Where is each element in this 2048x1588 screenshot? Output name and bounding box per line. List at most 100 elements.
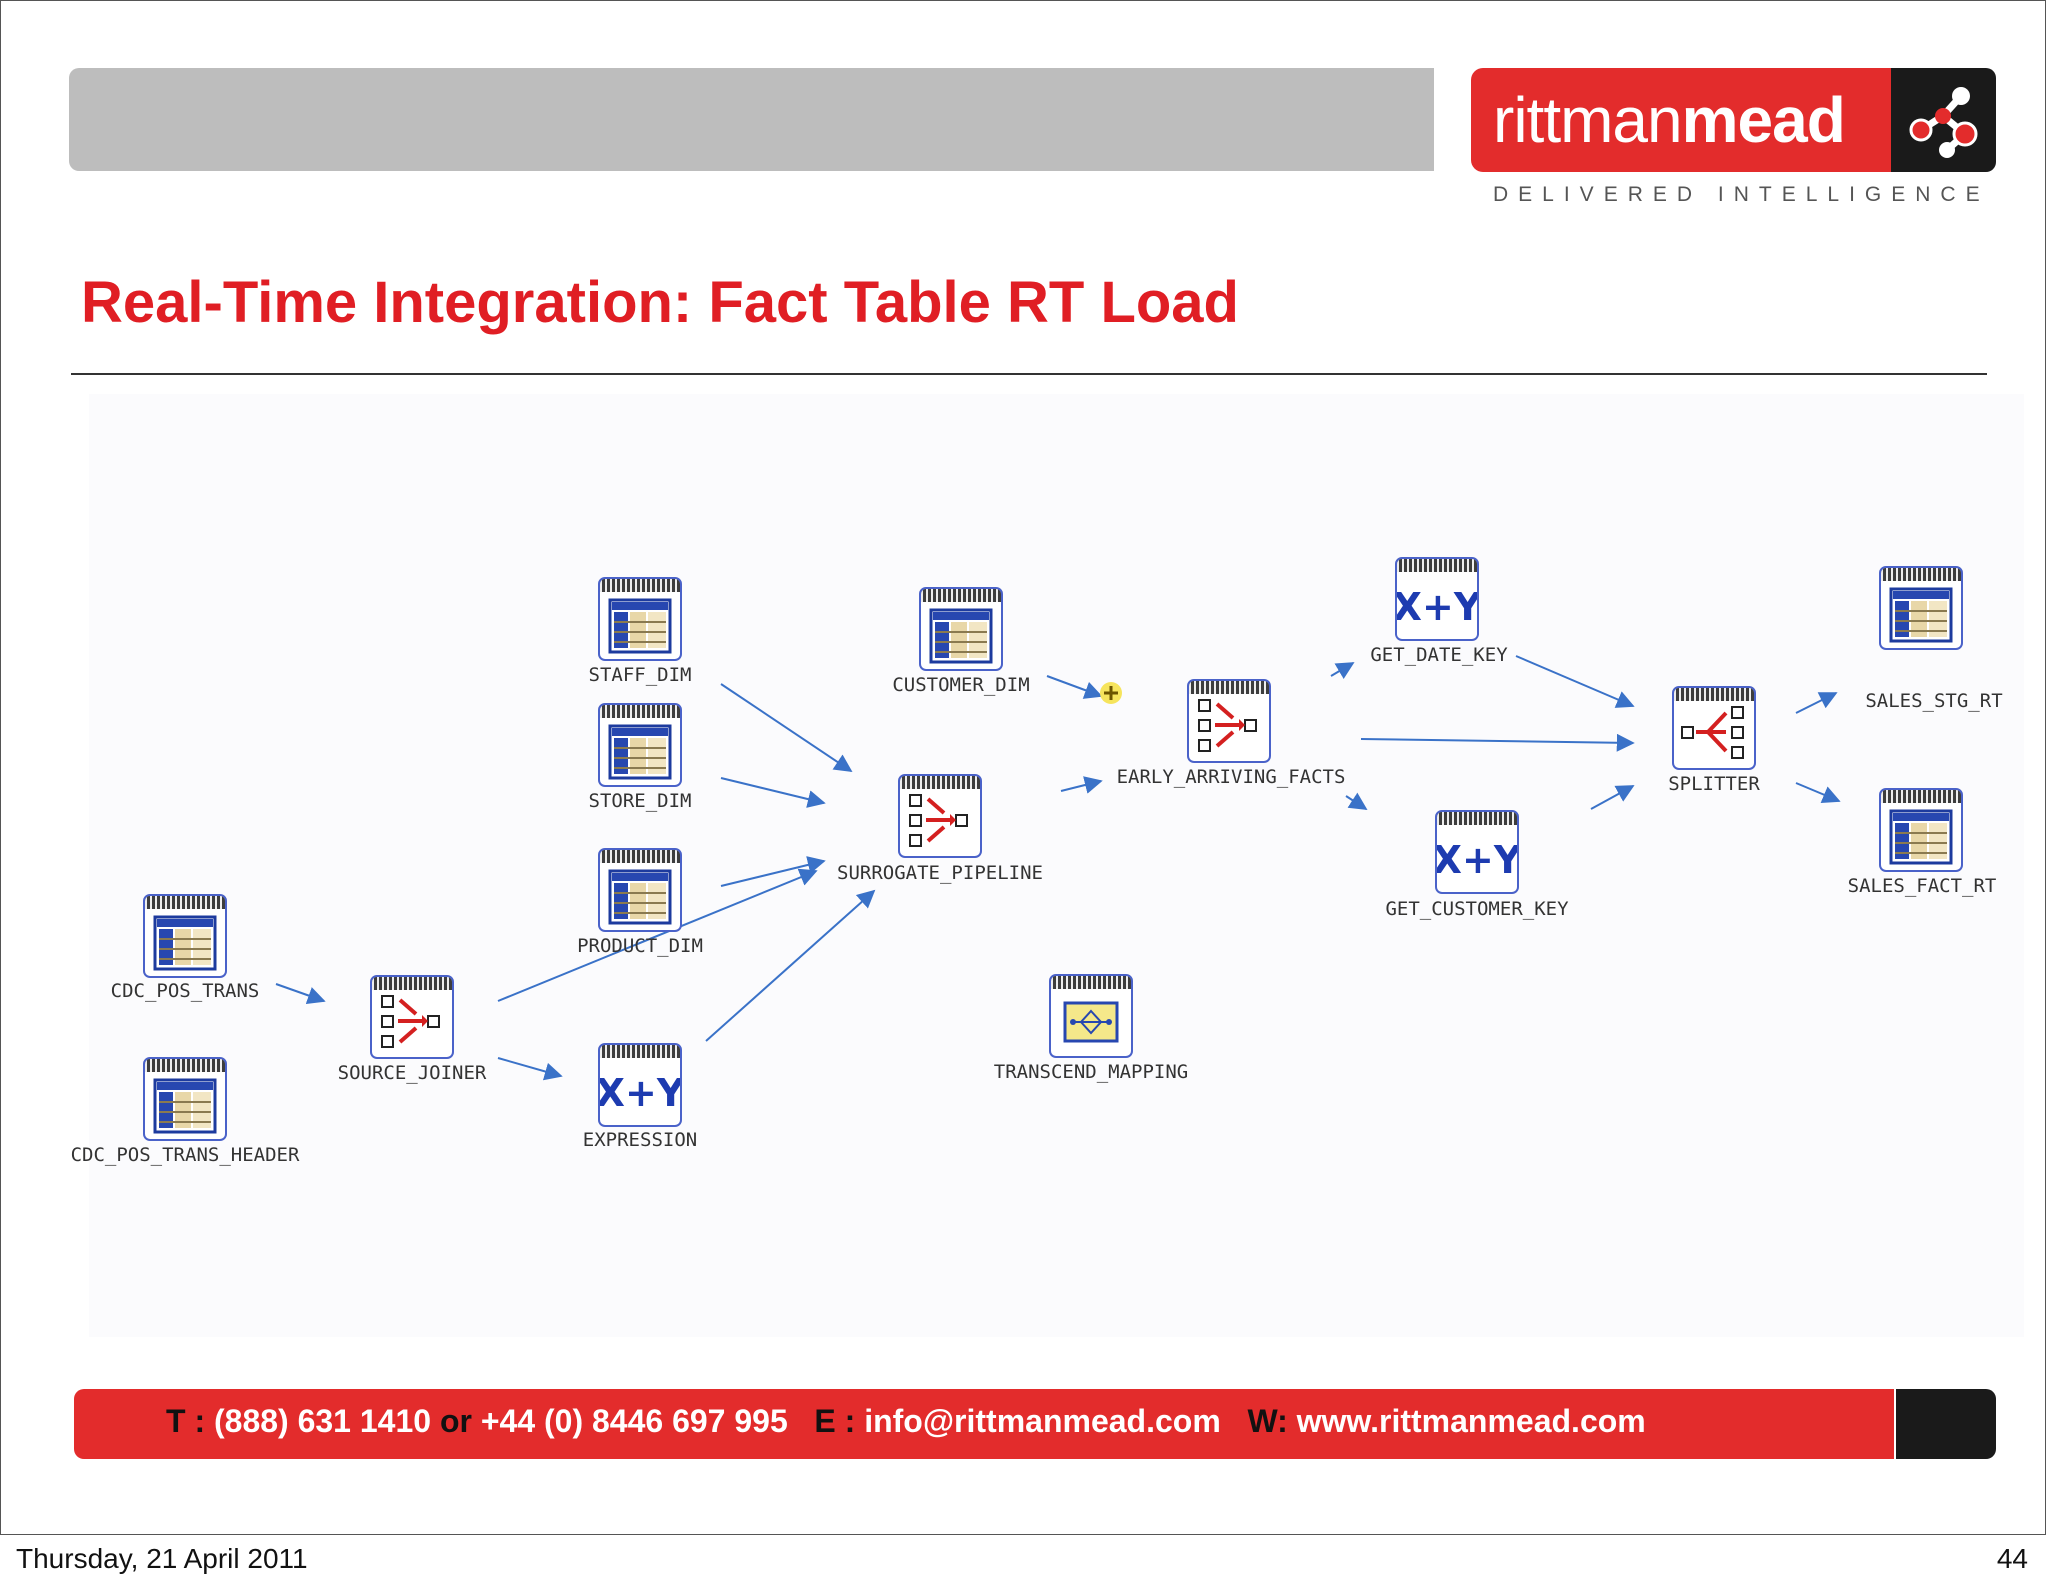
node-sales-stg-rt[interactable]	[1879, 566, 1963, 650]
node-header	[1437, 812, 1517, 825]
website-link[interactable]: www.rittmanmead.com	[1296, 1403, 1646, 1439]
node-staff-dim[interactable]	[598, 577, 682, 661]
edge-customer-dim-to-early-arriving-facts	[1046, 675, 1103, 699]
node-header	[600, 705, 680, 718]
svg-text:(X+Y): (X+Y)	[600, 1071, 680, 1115]
table-icon	[608, 869, 672, 925]
phone-uk[interactable]: +44 (0) 8446 697 995	[480, 1403, 788, 1439]
logo-text-light: rittman	[1493, 84, 1683, 156]
node-header	[1189, 681, 1269, 694]
node-label: STORE_DIM	[588, 790, 692, 812]
company-logo: rittmanmead	[1471, 68, 1891, 172]
mapping-icon	[1063, 1001, 1119, 1043]
joiner-icon	[381, 995, 440, 1048]
table-icon	[608, 598, 672, 654]
header-bar	[69, 68, 1434, 171]
edge-product-dim-to-surrogate-pipeline	[720, 856, 826, 887]
node-frame	[1187, 679, 1271, 763]
or-text: or	[439, 1403, 472, 1439]
node-frame	[598, 703, 682, 787]
node-frame: (X+Y)	[598, 1043, 682, 1127]
node-label: GET_DATE_KEY	[1370, 644, 1508, 666]
logo-mark-icon	[1891, 68, 1996, 172]
joiner-icon	[1198, 699, 1257, 752]
title-divider	[71, 373, 1987, 375]
expression-icon: (X+Y)	[600, 1071, 680, 1115]
node-label: SALES_STG_RT	[1865, 690, 2003, 712]
node-cdc-pos-trans-header[interactable]	[143, 1057, 227, 1141]
node-header	[600, 579, 680, 592]
node-source-joiner[interactable]	[370, 975, 454, 1059]
edge-cdc-pos-trans-to-source-joiner	[275, 983, 326, 1005]
expression-icon: (X+Y)	[1397, 585, 1477, 629]
node-frame	[1879, 788, 1963, 872]
node-label: CDC_POS_TRANS	[110, 980, 260, 1002]
node-expression[interactable]: (X+Y)	[598, 1043, 682, 1127]
email-link[interactable]: info@rittmanmead.com	[864, 1403, 1221, 1439]
node-store-dim[interactable]	[598, 703, 682, 787]
node-label: SOURCE_JOINER	[337, 1062, 487, 1084]
footer-bar	[74, 1389, 1894, 1459]
node-label: SPLITTER	[1668, 773, 1760, 795]
edge-splitter-to-sales-stg-rt	[1795, 692, 1838, 714]
node-header	[145, 896, 225, 909]
footer-end-block	[1896, 1389, 1996, 1459]
node-label: CDC_POS_TRANS_HEADER	[70, 1144, 300, 1166]
node-header	[1881, 568, 1961, 581]
node-frame	[370, 975, 454, 1059]
node-get-date-key[interactable]: (X+Y)	[1395, 557, 1479, 641]
edge-staff-dim-to-surrogate-pipeline	[720, 683, 853, 773]
node-frame: (X+Y)	[1435, 810, 1519, 894]
node-frame	[1049, 974, 1133, 1058]
phone-us[interactable]: (888) 631 1410	[213, 1403, 432, 1439]
node-cdc-pos-trans[interactable]	[143, 894, 227, 978]
email-label: E :	[814, 1403, 856, 1439]
phone-label: T :	[166, 1403, 206, 1439]
table-icon	[1889, 809, 1953, 865]
node-frame	[598, 577, 682, 661]
node-header	[372, 977, 452, 990]
page-number: 44	[1996, 1543, 2028, 1574]
edge-surrogate-pipeline-to-early-arriving-facts	[1060, 776, 1103, 794]
node-surrogate-pipeline[interactable]	[898, 774, 982, 858]
node-frame	[598, 848, 682, 932]
node-header	[921, 589, 1001, 602]
node-frame	[898, 774, 982, 858]
node-product-dim[interactable]	[598, 848, 682, 932]
node-header	[600, 850, 680, 863]
logo-text-bold: mead	[1681, 84, 1846, 156]
table-icon	[153, 1078, 217, 1134]
node-label: PRODUCT_DIM	[577, 935, 703, 957]
node-early-arriving-facts[interactable]	[1187, 679, 1271, 763]
edge-splitter-to-sales-fact-rt	[1795, 782, 1841, 804]
node-transcend-mapping[interactable]	[1049, 974, 1133, 1058]
joiner-icon	[909, 794, 968, 847]
node-get-customer-key[interactable]: (X+Y)	[1435, 810, 1519, 894]
insert-point-icon	[1100, 682, 1122, 704]
table-icon	[929, 608, 993, 664]
edge-source-joiner-to-expression	[497, 1057, 563, 1081]
node-label: CUSTOMER_DIM	[892, 674, 1030, 696]
logo-tagline: DELIVERED INTELLIGENCE	[1493, 183, 1990, 206]
node-label: SALES_FACT_RT	[1847, 875, 1997, 897]
edge-early-arriving-facts-to-get-date-key	[1330, 662, 1355, 679]
splitter-icon	[1681, 706, 1744, 759]
edge-store-dim-to-surrogate-pipeline	[720, 777, 826, 808]
table-icon	[153, 915, 217, 971]
node-header	[1674, 688, 1754, 701]
node-sales-fact-rt[interactable]	[1879, 788, 1963, 872]
node-header	[1051, 976, 1131, 989]
node-header	[1881, 790, 1961, 803]
node-splitter[interactable]	[1672, 686, 1756, 770]
edge-get-date-key-to-splitter	[1515, 655, 1635, 708]
contact-line: T : (888) 631 1410 or +44 (0) 8446 697 9…	[166, 1397, 1646, 1445]
node-frame: (X+Y)	[1395, 557, 1479, 641]
node-customer-dim[interactable]	[919, 587, 1003, 671]
edge-early-arriving-facts-to-splitter	[1360, 733, 1635, 752]
node-frame	[1879, 566, 1963, 650]
node-label: STAFF_DIM	[588, 664, 692, 686]
edge-early-arriving-facts-to-get-customer-key	[1345, 792, 1368, 810]
table-icon	[608, 724, 672, 780]
node-frame	[919, 587, 1003, 671]
